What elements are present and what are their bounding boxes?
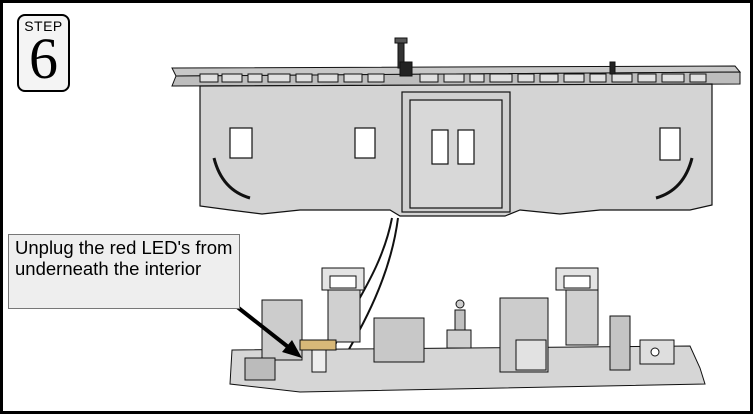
crew-figure xyxy=(447,300,471,348)
step-badge: STEP 6 xyxy=(17,14,70,92)
caboose-roof xyxy=(172,38,740,86)
caboose-body xyxy=(200,84,712,216)
caboose-interior xyxy=(230,268,705,392)
step-number: 6 xyxy=(19,28,68,90)
instruction-callout: Unplug the red LED's from underneath the… xyxy=(8,234,240,309)
